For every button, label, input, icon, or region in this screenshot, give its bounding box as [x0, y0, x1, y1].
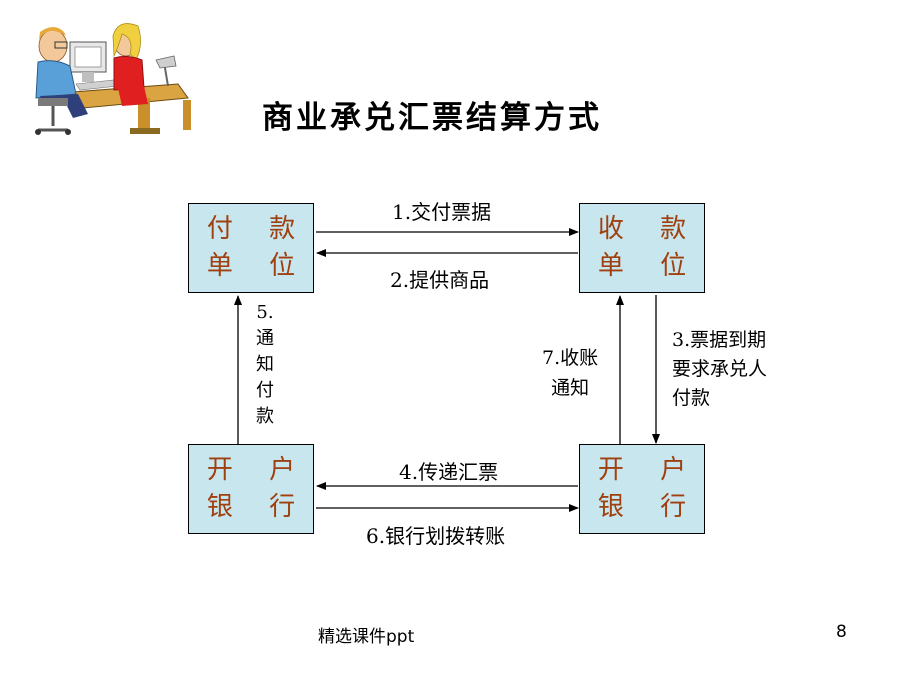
payer-unit-line1: 付 款 — [206, 214, 310, 245]
office-workers-clipart — [35, 23, 191, 135]
edge-label-5-line3: 知 — [256, 354, 274, 375]
edge-label-3-line3: 付款 — [672, 387, 711, 409]
edge-label-5: 5. 通 知 付 款 — [254, 300, 276, 430]
edge-label-3-line1: 3.票据到期 — [672, 329, 767, 351]
payer-bank-line2: 银 行 — [206, 492, 310, 522]
payee-bank-line2: 银 行 — [597, 492, 701, 522]
payer-unit-box: 付 款 单 位 — [188, 203, 314, 293]
payee-unit-line1: 收 款 — [597, 214, 701, 245]
edge-label-3: 3.票据到期 要求承兑人 付款 — [672, 326, 767, 413]
edge-label-3-line2: 要求承兑人 — [672, 358, 768, 380]
edge-label-5-line5: 款 — [256, 406, 274, 427]
edge-label-4: 4.传递汇票 — [399, 460, 499, 484]
edge-label-5-line1: 5. — [256, 302, 274, 323]
footer-text: 精选课件ppt — [318, 627, 415, 647]
page-number: 8 — [836, 622, 847, 642]
payee-unit-line2: 单 位 — [597, 251, 701, 281]
edge-label-6: 6.银行划拨转账 — [366, 524, 506, 548]
edge-label-2: 2.提供商品 — [390, 268, 490, 292]
edge-label-7: 7.收账 通知 — [542, 343, 598, 403]
edge-label-5-line4: 付 — [256, 380, 274, 401]
edge-label-5-line2: 通 — [256, 328, 274, 349]
edge-label-7-line1: 7.收账 — [542, 347, 599, 369]
payer-bank-line1: 开 户 — [206, 455, 310, 486]
page-title: 商业承兑汇票结算方式 — [262, 100, 602, 136]
edge-label-1: 1.交付票据 — [392, 200, 492, 224]
payee-bank-line1: 开 户 — [597, 455, 701, 486]
payer-bank-box: 开 户 银 行 — [188, 444, 314, 534]
payee-unit-box: 收 款 单 位 — [579, 203, 705, 293]
payer-unit-line2: 单 位 — [206, 251, 310, 281]
payee-bank-box: 开 户 银 行 — [579, 444, 705, 534]
edge-label-7-line2: 通知 — [551, 377, 590, 399]
